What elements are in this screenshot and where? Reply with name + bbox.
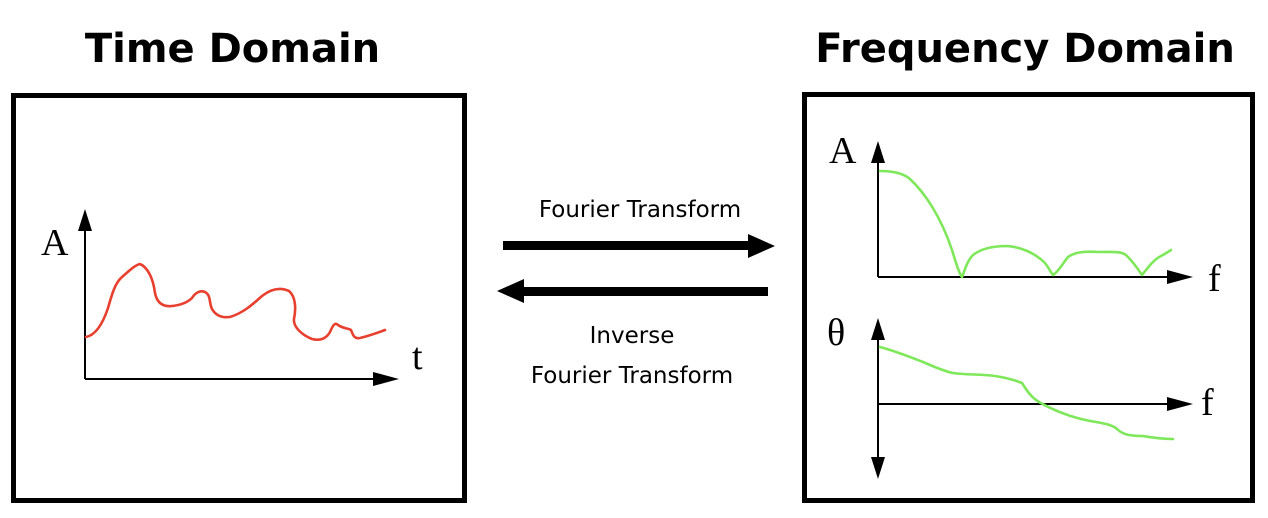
amplitude-y-axis-label: A — [829, 130, 857, 172]
phase-y-axis-label: θ — [827, 312, 845, 354]
phase-y-axis-arrowhead-down — [871, 457, 885, 479]
phase-x-axis-label: f — [1201, 382, 1214, 424]
time-x-axis-arrowhead — [373, 372, 399, 386]
frequency-domain-title: Frequency Domain — [815, 26, 1235, 72]
inverse-fourier-transform-label: Inverse Fourier Transform — [472, 316, 792, 396]
time-signal-curve — [84, 262, 387, 342]
amplitude-spectrum-curve — [878, 169, 1173, 279]
amplitude-x-axis-arrowhead — [1167, 270, 1193, 284]
inverse-arrow-head — [497, 279, 524, 303]
fourier-transform-label: Fourier Transform — [538, 197, 742, 223]
forward-arrow-head — [748, 234, 775, 258]
time-y-axis-label: A — [41, 222, 69, 264]
frequency-domain-panel: A f θ f — [802, 92, 1255, 503]
amplitude-x-axis-label: f — [1208, 258, 1221, 300]
inverse-arrow-shaft — [521, 287, 768, 296]
time-x-axis-label: t — [412, 336, 423, 378]
phase-y-axis-arrowhead-up — [871, 318, 885, 340]
time-y-axis-arrowhead — [78, 209, 92, 231]
phase-x-axis-arrowhead — [1167, 397, 1193, 411]
inverse-label-line1: Inverse — [589, 323, 675, 349]
time-domain-panel: A t — [11, 93, 467, 503]
amplitude-y-axis-arrowhead — [871, 141, 885, 163]
time-domain-title: Time Domain — [84, 26, 381, 72]
inverse-label-line2: Fourier Transform — [530, 363, 734, 389]
phase-spectrum-curve — [878, 345, 1175, 441]
time-signal-plot: A t — [41, 209, 423, 386]
forward-arrow-shaft — [503, 241, 753, 250]
frequency-plots: A f θ f — [827, 130, 1221, 479]
